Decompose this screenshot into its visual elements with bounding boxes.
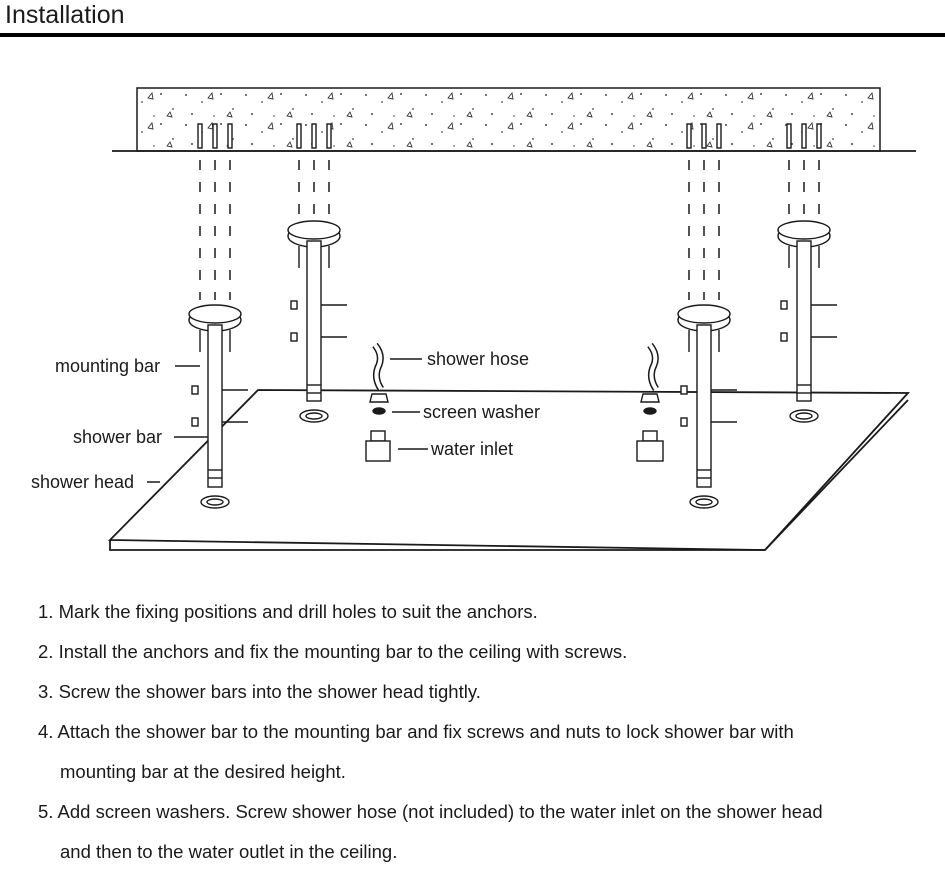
page-title: Installation xyxy=(5,1,125,29)
bar-assembly-back-right xyxy=(777,220,837,423)
bar-assembly-front-left xyxy=(188,304,248,509)
installation-diagram: mounting bar shower bar shower head show… xyxy=(31,87,916,551)
screen-washer-label: screen washer xyxy=(423,402,540,422)
shower-bar-label: shower bar xyxy=(73,427,162,447)
shower-hose-label: shower hose xyxy=(427,349,529,369)
shower-head-plate-edge xyxy=(109,540,765,551)
shower-head-label: shower head xyxy=(31,472,134,492)
installation-steps: 1. Mark the fixing positions and drill h… xyxy=(38,592,918,872)
step-5: 5. Add screen washers. Screw shower hose… xyxy=(38,801,823,822)
drill-guide-lines xyxy=(199,160,820,300)
step-2: 2. Install the anchors and fix the mount… xyxy=(38,641,628,662)
ceiling-anchors xyxy=(197,123,822,149)
step-3: 3. Screw the shower bars into the shower… xyxy=(38,681,481,702)
title-divider xyxy=(0,33,945,37)
hose-set-right xyxy=(636,342,664,462)
bar-assembly-front-right xyxy=(677,304,737,509)
bar-assembly-back-left xyxy=(287,220,347,423)
hose-set-center xyxy=(365,342,391,462)
label-leaders xyxy=(147,358,428,483)
step-4: 4. Attach the shower bar to the mounting… xyxy=(38,721,794,742)
ceiling-slab xyxy=(112,87,916,152)
step-4-continued: mounting bar at the desired height. xyxy=(60,761,346,782)
mounting-bar-label: mounting bar xyxy=(55,356,160,376)
water-inlet-label: water inlet xyxy=(430,439,513,459)
step-1: 1. Mark the fixing positions and drill h… xyxy=(38,601,538,622)
step-5-continued: and then to the water outlet in the ceil… xyxy=(60,841,398,862)
